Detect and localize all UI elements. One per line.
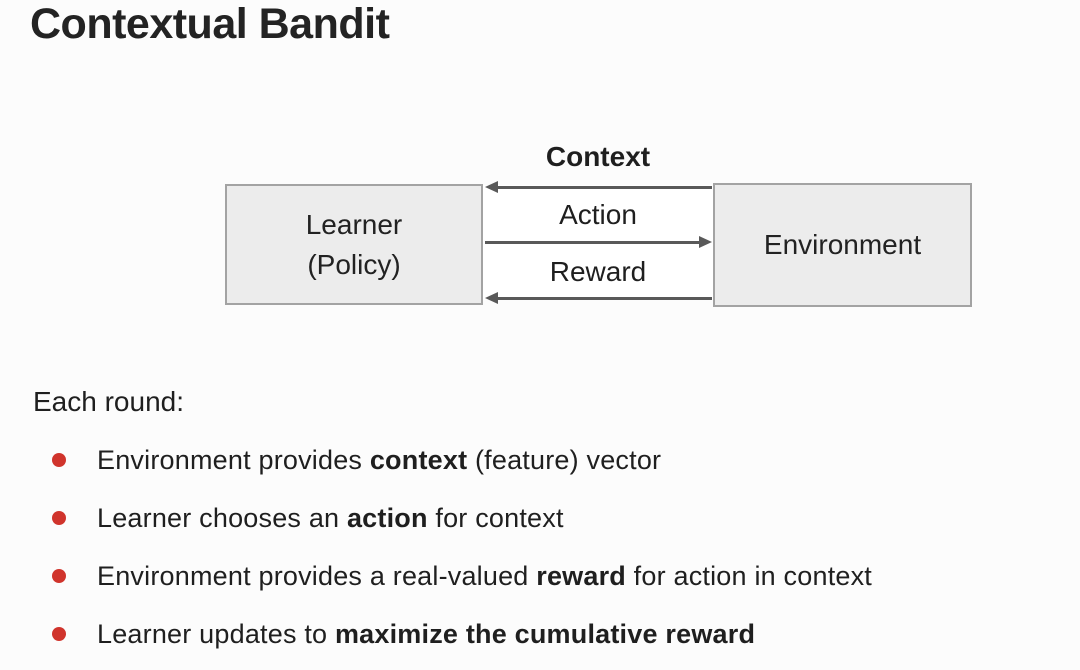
bullet-text-bold: reward (536, 560, 626, 591)
each-round-label: Each round: (33, 386, 184, 417)
learner-box: Learner (Policy) (225, 184, 483, 305)
bullet-text-pre: Learner chooses an (97, 502, 347, 533)
bullet-text: Learner chooses an action for context (97, 503, 564, 534)
action-arrow-label: Action (559, 199, 637, 230)
arrow-line (485, 240, 699, 244)
environment-box: Environment (713, 183, 972, 307)
bullet-item: Learner updates to maximize the cumulati… (52, 605, 872, 663)
arrow-line (498, 296, 712, 300)
bullet-text-bold: context (369, 444, 468, 475)
arrowhead-left-icon (485, 292, 498, 304)
arrow-line (498, 185, 712, 189)
contextual-bandit-diagram: Learner (Policy) Environment Context Act… (225, 141, 972, 307)
context-arrow-label: Context (545, 141, 651, 172)
bullet-item: Environment provides context (feature) v… (52, 431, 872, 489)
bullet-text: Environment provides a real-valued rewar… (97, 561, 872, 592)
bullet-text: Environment provides context (feature) v… (97, 445, 661, 476)
learner-box-line1: Learner (305, 208, 403, 240)
arrowhead-right-icon (699, 236, 712, 248)
bullet-text-bold: action (346, 502, 428, 533)
environment-box-label: Environment (763, 229, 922, 260)
bullet-icon (52, 453, 66, 467)
page-title: Contextual Bandit (30, 0, 390, 48)
reward-arrow-label: Reward (549, 256, 647, 287)
bullet-text-bold: maximize the cumulative reward (334, 618, 756, 649)
bullet-item: Learner chooses an action for context (52, 489, 872, 547)
arrowhead-left-icon (485, 181, 498, 193)
bullet-text-pre: Environment provides (97, 444, 370, 475)
action-arrow (485, 235, 712, 249)
context-arrow (485, 180, 712, 194)
bullet-text-post: (feature) vector (467, 444, 662, 475)
bullet-icon (52, 569, 66, 583)
bullet-icon (52, 511, 66, 525)
reward-arrow (485, 291, 712, 305)
bullet-list: Environment provides context (feature) v… (52, 431, 872, 663)
bullet-icon (52, 627, 66, 641)
learner-box-line2: (Policy) (307, 248, 401, 280)
bullet-item: Environment provides a real-valued rewar… (52, 547, 872, 605)
bullet-text-pre: Environment provides a real-valued (97, 560, 537, 591)
bullet-text-pre: Learner updates to (97, 618, 335, 649)
bullet-text: Learner updates to maximize the cumulati… (97, 619, 755, 650)
bullet-text-post: for action in context (625, 560, 873, 591)
bullet-text-post: for context (427, 502, 564, 533)
